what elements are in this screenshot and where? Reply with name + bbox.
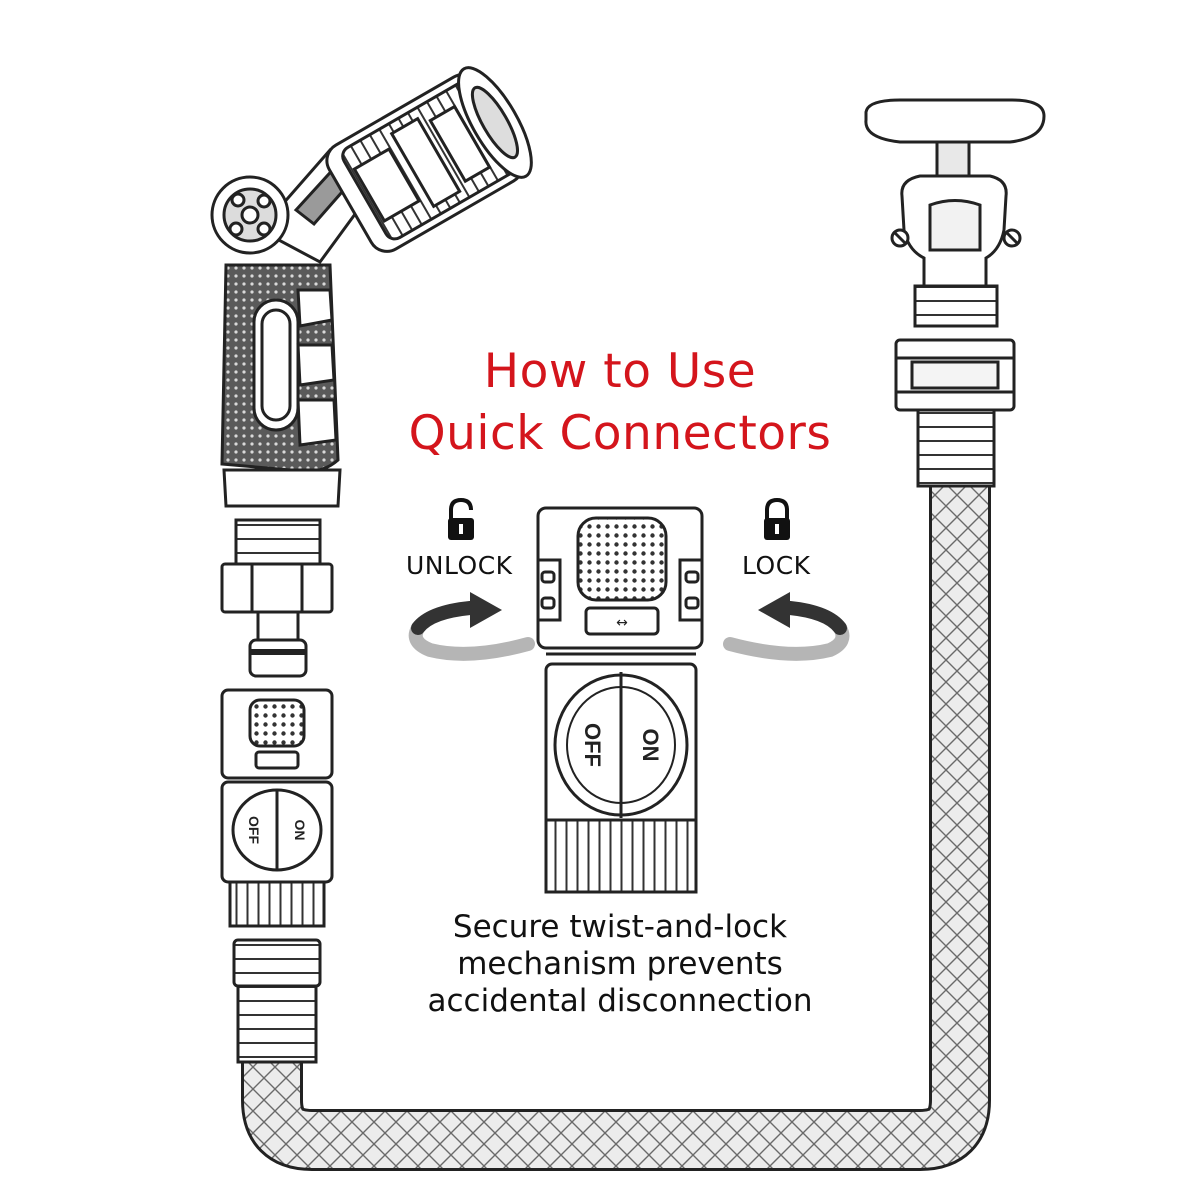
faucet-handle: [864, 98, 1046, 144]
unlocked-padlock-icon: [448, 497, 474, 540]
hose-collar-right: [916, 408, 996, 488]
caption-line-3: accidental disconnection: [427, 983, 813, 1019]
lock-rotation-arrow: [723, 592, 850, 661]
connector-dot-grid: [576, 516, 668, 602]
faucet-thread: [913, 284, 999, 328]
svg-text:↔: ↔: [616, 615, 628, 631]
locked-padlock-icon: [764, 497, 790, 540]
adapter-hex-nut: [220, 562, 334, 614]
connector-ribbed-collar: [544, 818, 698, 894]
unlock-rotation-arrow: [408, 592, 535, 661]
diagram-title-line-2: Quick Connectors: [408, 406, 832, 461]
hose-quick-connector-small: OFF ON: [220, 688, 334, 1064]
faucet-stem: [935, 140, 971, 178]
diagram-title-line-1: How to Use: [483, 344, 757, 399]
faucet-spigot: [864, 98, 1046, 488]
lock-label: LOCK: [742, 551, 811, 580]
unlock-label: UNLOCK: [406, 551, 513, 580]
off-label-large: OFF: [580, 723, 605, 767]
nozzle-male-adapter: [220, 518, 334, 678]
connector-ribbed-collar-small: [228, 880, 326, 928]
hose-collar-left: [236, 984, 318, 1064]
nozzle-collar: [222, 468, 342, 508]
spray-nozzle: [210, 66, 533, 508]
hose-male-coupling: [232, 938, 322, 988]
connector-dot-grid-small: [248, 698, 306, 748]
adapter-o-ring-tip: [248, 638, 308, 678]
on-label-small: ON: [292, 820, 308, 841]
caption-line-1: Secure twist-and-lock: [452, 909, 788, 945]
on-label-large: ON: [638, 729, 663, 762]
off-label-small: OFF: [246, 816, 262, 844]
garden-hose: [241, 480, 991, 1171]
quick-connector-closeup: ↔ OFF ON: [536, 506, 704, 894]
caption-line-2: mechanism prevents: [457, 946, 783, 982]
